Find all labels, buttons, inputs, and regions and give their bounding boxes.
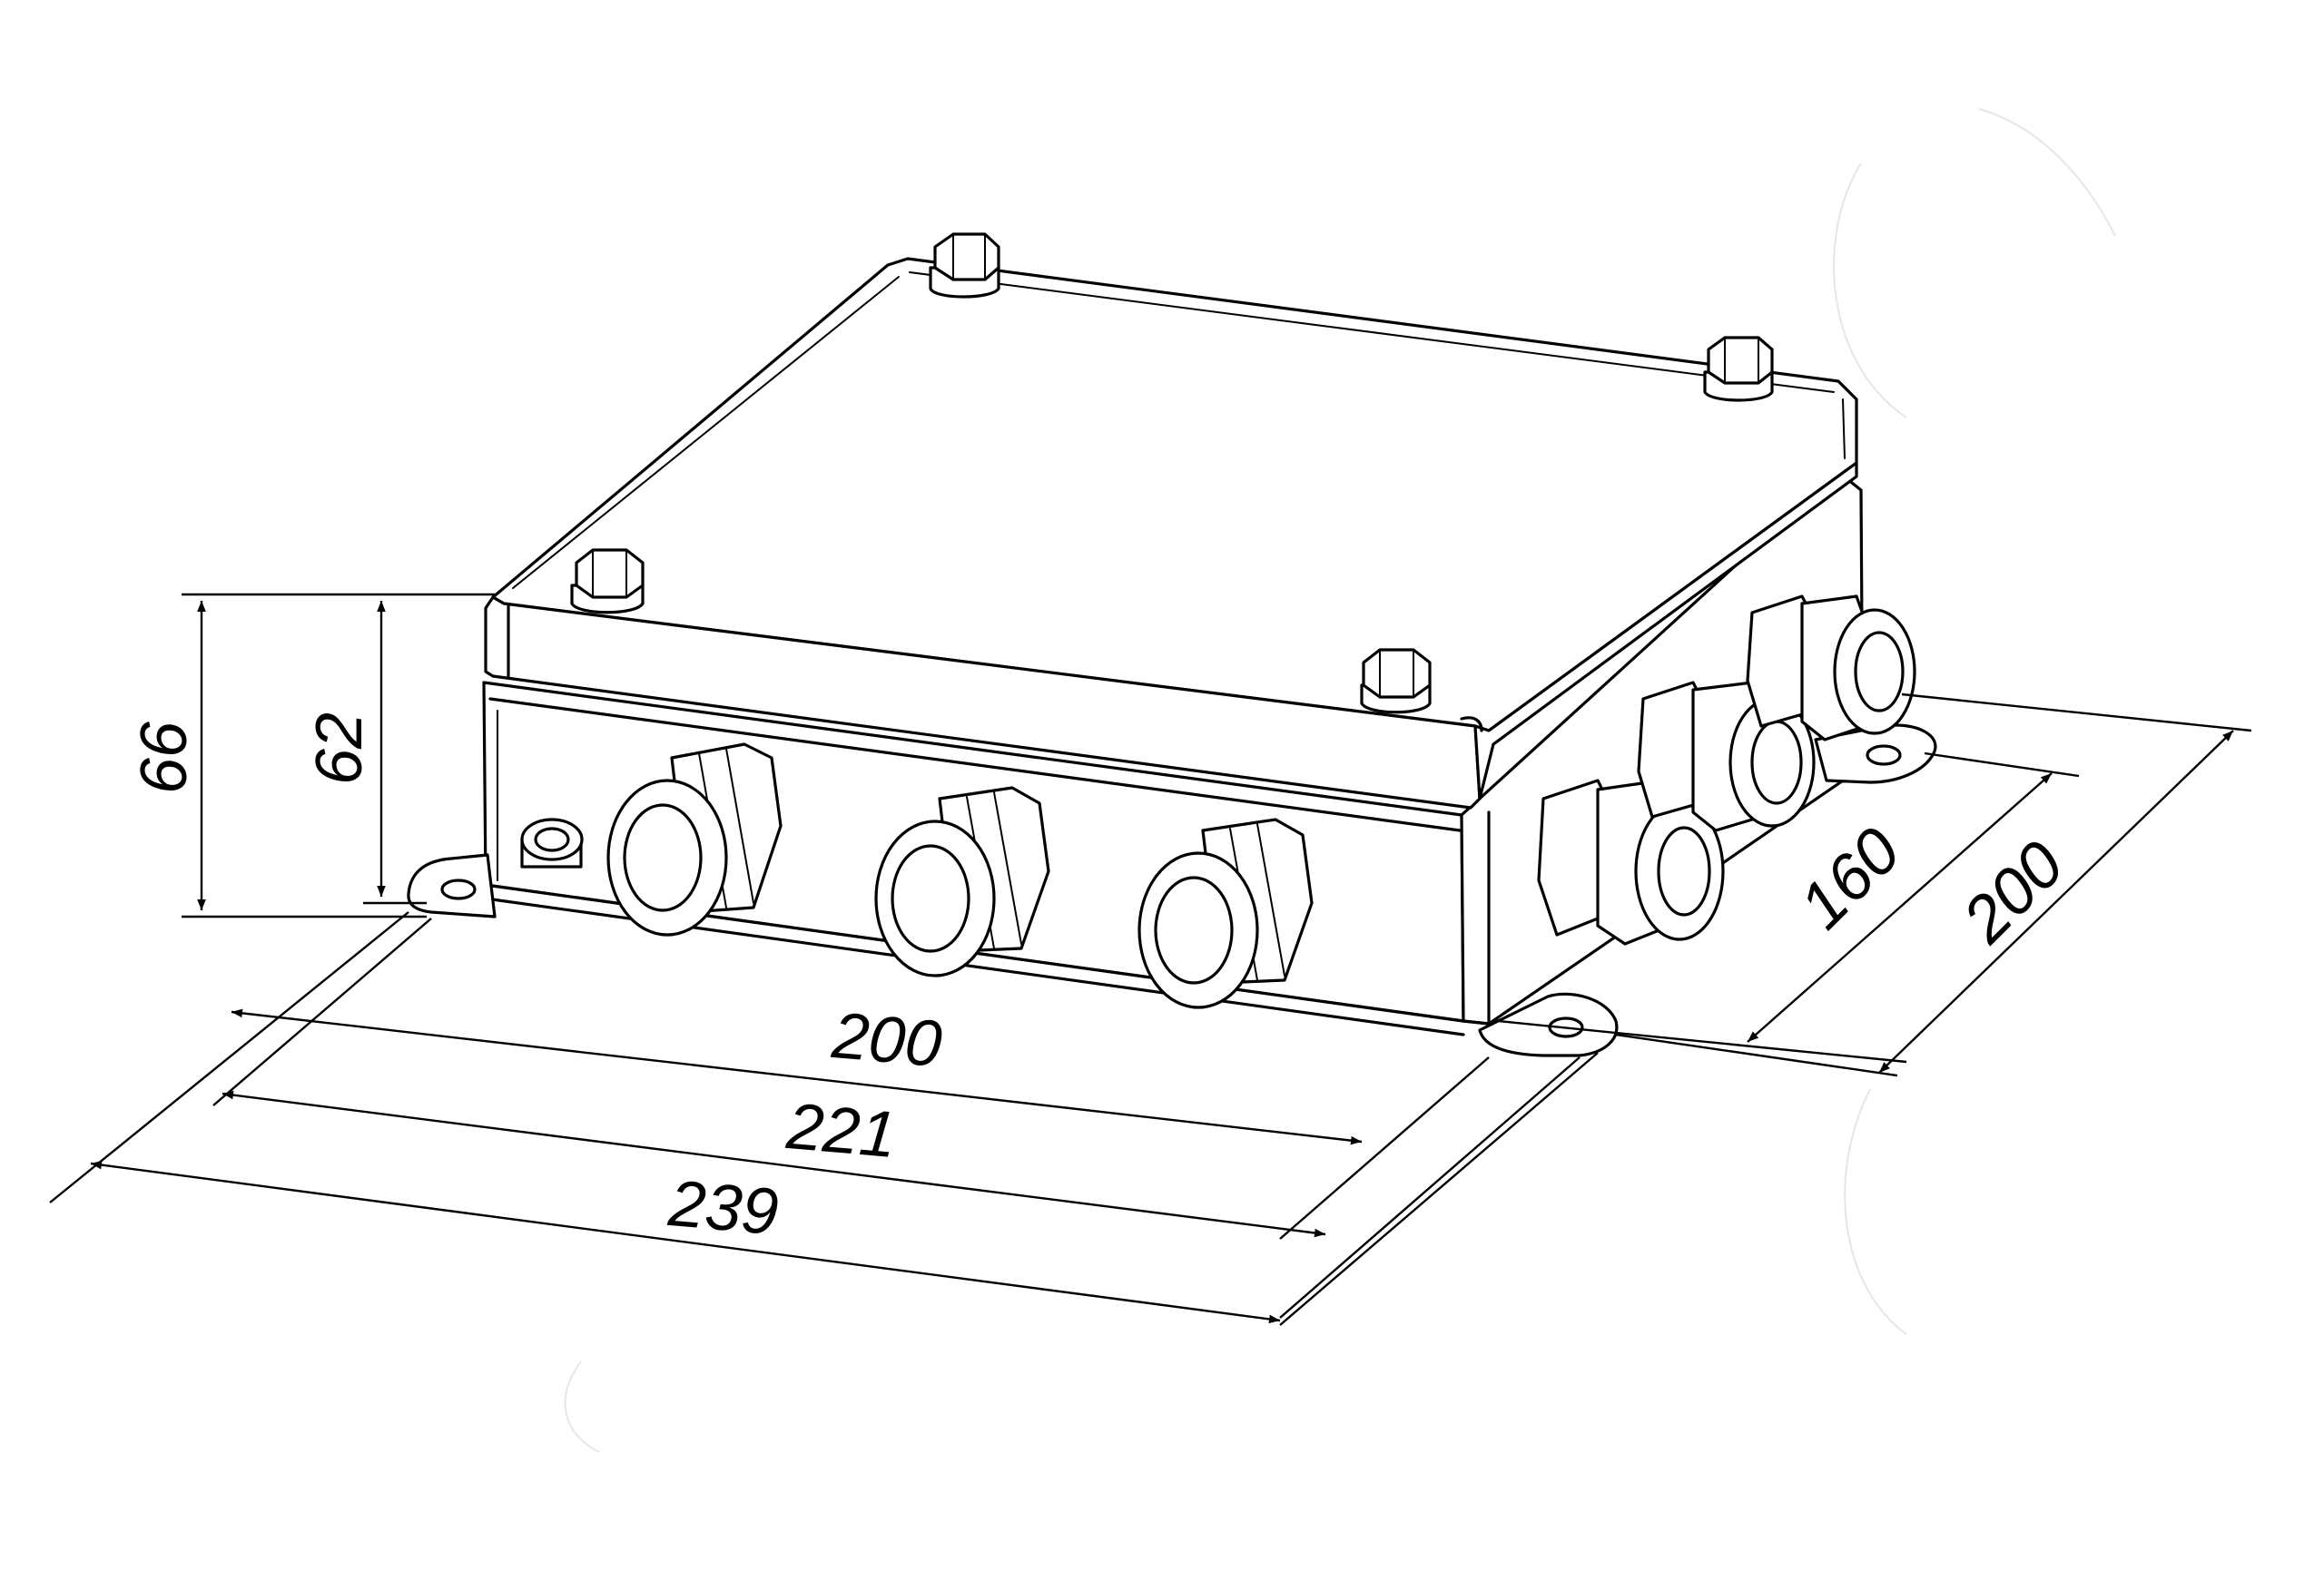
- dim-label-221: 221: [783, 1090, 900, 1172]
- lid-front: [484, 595, 1482, 810]
- dim-label-239: 239: [665, 1167, 782, 1249]
- dim-line-200-depth: [1878, 730, 2234, 1074]
- background-artifacts: [564, 108, 2116, 1453]
- dim-label-62: 62: [303, 712, 376, 785]
- bolt-top: [929, 232, 1000, 299]
- lid-right: [1473, 461, 1858, 800]
- bolt-right: [1703, 336, 1774, 402]
- bolt-left: [570, 548, 645, 614]
- cable-gland-3: [1137, 818, 1314, 1009]
- side-gland-3: [1746, 594, 1916, 741]
- dim-label-160: 160: [1786, 814, 1915, 943]
- side-gland-1: [1537, 779, 1725, 946]
- ground-screw: [520, 818, 584, 869]
- front-glands: [520, 742, 1314, 1009]
- mount-tab-right: [1478, 992, 1619, 1057]
- dim-label-66: 66: [128, 721, 201, 794]
- box-lid: [484, 257, 1858, 810]
- mount-tab-left: [407, 853, 497, 918]
- dimension-lines: [49, 593, 2252, 1326]
- cable-gland-2: [874, 786, 1050, 977]
- bolt-front: [1360, 648, 1432, 714]
- dim-label-200-front: 200: [829, 999, 945, 1081]
- lid-bolts: [570, 232, 1774, 714]
- cable-gland-1: [606, 742, 783, 937]
- dim-line-239: [90, 1160, 1281, 1324]
